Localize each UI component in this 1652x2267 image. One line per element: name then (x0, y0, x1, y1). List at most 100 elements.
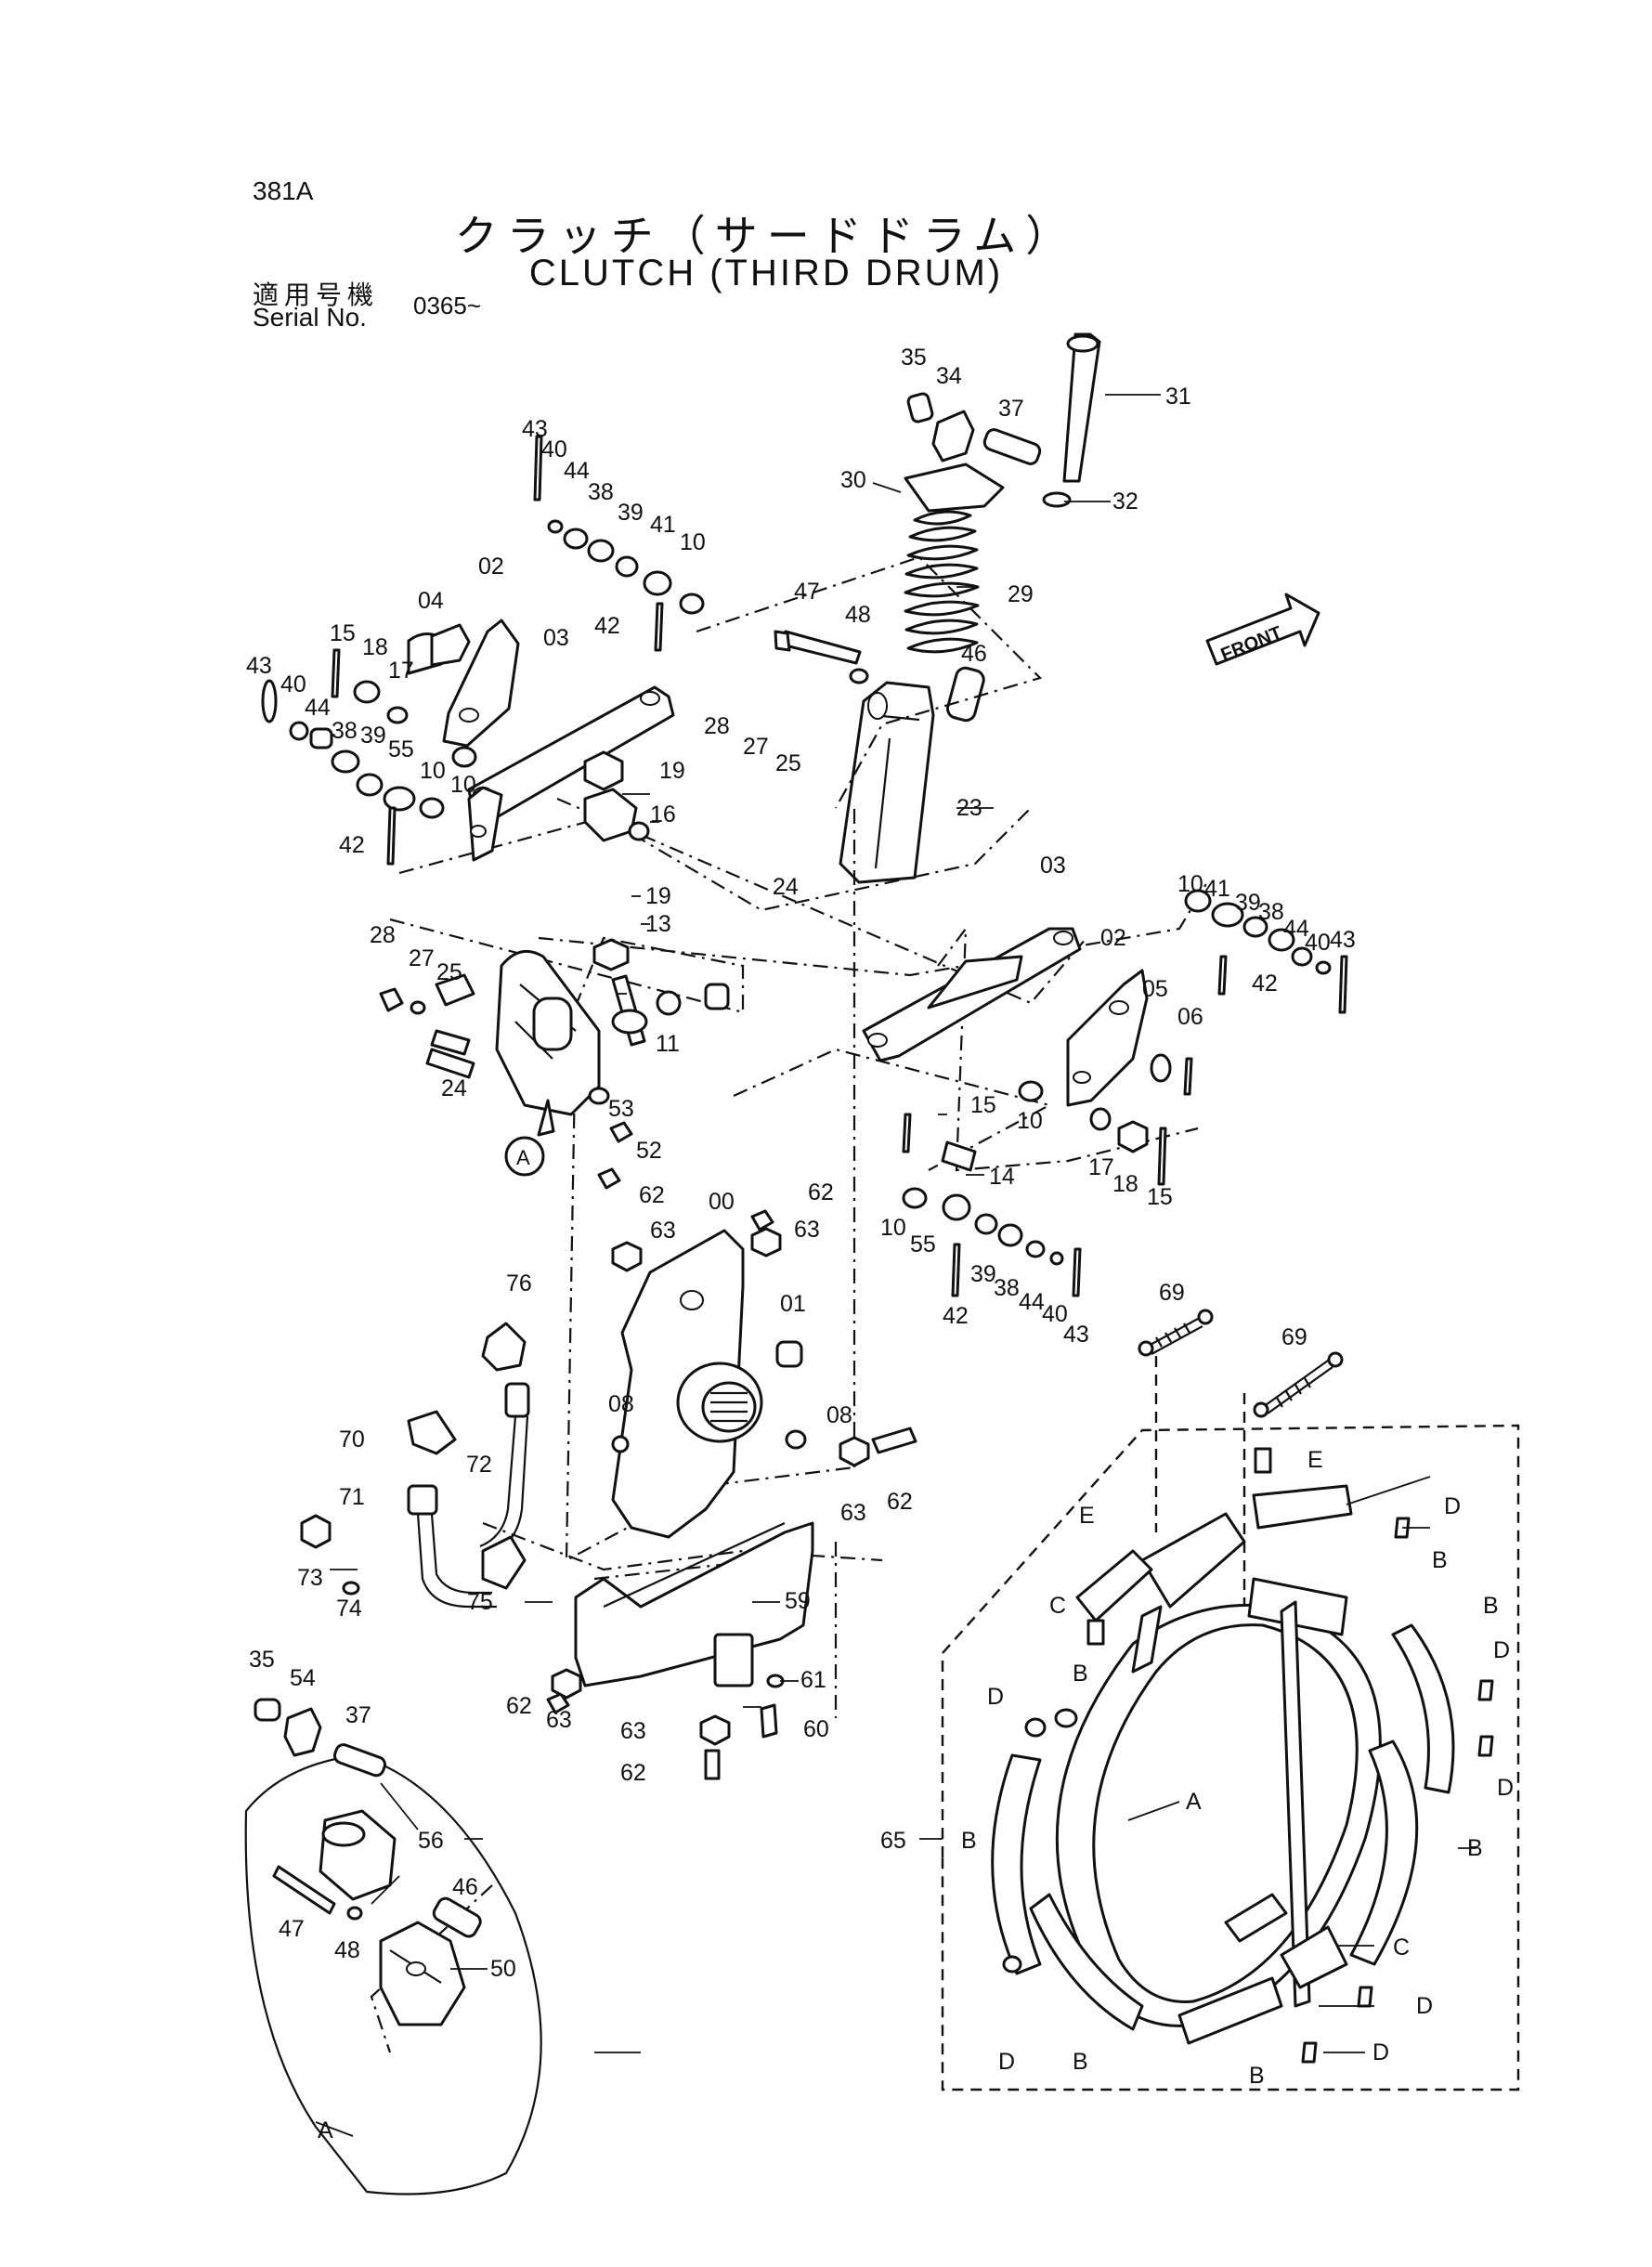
callout-46b: 46 (452, 1874, 478, 1900)
callout-43c: 43 (1330, 927, 1356, 953)
callout-27: 27 (743, 734, 769, 760)
serial-number-value: 0365~ (413, 292, 482, 319)
callout-10: 10 (680, 529, 706, 555)
callout-06: 06 (1177, 1004, 1203, 1030)
callout-54: 54 (290, 1665, 316, 1691)
serial-label-english: Serial No. (253, 303, 367, 332)
callout-63: 63 (650, 1218, 676, 1244)
callout-17: 17 (388, 658, 414, 684)
callout-d3: D (1497, 1775, 1514, 1801)
callout-71: 71 (339, 1484, 365, 1510)
front-arrow-icon: FRONT (1205, 593, 1320, 666)
callout-52: 52 (636, 1138, 662, 1164)
callout-16: 16 (650, 801, 676, 827)
callout-73: 73 (297, 1565, 323, 1591)
callout-34: 34 (936, 363, 962, 389)
callout-30: 30 (840, 467, 866, 493)
callout-32: 32 (1112, 489, 1138, 515)
callout-42: 42 (594, 613, 620, 639)
callout-44d: 44 (1019, 1289, 1045, 1315)
callout-31: 31 (1165, 384, 1191, 410)
callout-37: 37 (998, 396, 1024, 422)
callout-13: 13 (645, 911, 671, 937)
callout-d7: D (987, 1684, 1004, 1710)
leader-lines (315, 394, 1476, 2137)
callout-63c: 63 (840, 1500, 866, 1526)
callout-d5: D (1372, 2039, 1389, 2065)
callout-43d: 43 (1063, 1322, 1089, 1348)
callout-a-band: A (1186, 1789, 1202, 1815)
callout-b2: B (1483, 1593, 1499, 1619)
callout-44c: 44 (1283, 916, 1309, 942)
detail-callout-a: A (516, 1146, 530, 1169)
callout-38: 38 (588, 479, 614, 505)
callout-18: 18 (362, 634, 388, 660)
callout-00: 00 (709, 1189, 735, 1215)
callout-48b: 48 (334, 1937, 360, 1963)
callout-19b: 19 (645, 883, 671, 909)
callout-75: 75 (467, 1589, 493, 1615)
callout-62e: 62 (620, 1760, 646, 1786)
callout-23: 23 (956, 795, 982, 821)
actuator-bracket: A (379, 949, 633, 1190)
callout-63e: 63 (620, 1718, 646, 1744)
callout-19: 19 (659, 758, 685, 784)
callout-05: 05 (1142, 976, 1168, 1002)
callout-c2: C (1049, 1593, 1066, 1619)
callout-59: 59 (785, 1588, 811, 1614)
callout-e-b: E (1079, 1503, 1095, 1529)
callout-41b: 41 (1204, 876, 1230, 902)
callout-b5: B (1073, 2049, 1088, 2075)
callout-b: B (1432, 1547, 1448, 1573)
callout-61: 61 (800, 1667, 826, 1693)
callout-25: 25 (775, 750, 801, 776)
callout-11: 11 (656, 1031, 680, 1057)
callout-18b: 18 (1112, 1171, 1138, 1197)
callout-39d: 39 (970, 1261, 996, 1287)
callout-55b: 55 (910, 1231, 936, 1257)
callout-24: 24 (773, 874, 799, 900)
callout-44b: 44 (305, 695, 331, 721)
callout-55: 55 (388, 736, 414, 762)
callout-70: 70 (339, 1427, 365, 1453)
callout-15: 15 (330, 620, 356, 646)
brake-band-assembly (941, 1309, 1520, 2091)
callout-38b: 38 (332, 718, 358, 744)
callout-03b: 03 (1040, 853, 1066, 879)
callout-08: 08 (608, 1391, 634, 1417)
callout-40d: 40 (1042, 1301, 1068, 1327)
callout-14: 14 (989, 1164, 1015, 1190)
callout-38d: 38 (994, 1275, 1020, 1301)
callout-65: 65 (880, 1828, 906, 1854)
callout-e: E (1307, 1447, 1323, 1473)
callout-25b: 25 (436, 959, 462, 985)
callout-b4: B (1249, 2063, 1265, 2089)
callout-42b: 42 (339, 832, 365, 858)
callout-41: 41 (650, 512, 676, 538)
callout-69: 69 (1159, 1280, 1185, 1306)
callout-38c: 38 (1258, 899, 1284, 925)
callout-43: 43 (522, 416, 548, 442)
serial-label-japanese: 適用号機 (253, 280, 380, 310)
callout-74: 74 (336, 1596, 362, 1622)
title-japanese: クラッチ（サードドラム） (454, 211, 1078, 261)
callout-d6: D (998, 2049, 1015, 2075)
callout-15b: 15 (970, 1092, 996, 1118)
callout-39b: 39 (360, 723, 386, 749)
hose-and-pedal (300, 1322, 814, 1780)
callout-10d: 10 (1177, 871, 1203, 897)
callout-69b: 69 (1281, 1324, 1307, 1350)
page-number: 381A (253, 176, 314, 205)
callout-62: 62 (639, 1182, 665, 1208)
callout-40b: 40 (280, 671, 306, 697)
callout-10b: 10 (420, 758, 446, 784)
callout-b6: B (1073, 1661, 1088, 1687)
callout-10e: 10 (1017, 1108, 1043, 1134)
callout-02b: 02 (1100, 925, 1126, 951)
callout-10f: 10 (880, 1215, 906, 1241)
callout-29: 29 (1008, 581, 1034, 607)
detail-view-label-a: A (318, 2117, 333, 2143)
callout-56: 56 (418, 1828, 444, 1854)
callout-47b: 47 (279, 1916, 305, 1942)
callout-47: 47 (794, 579, 820, 605)
